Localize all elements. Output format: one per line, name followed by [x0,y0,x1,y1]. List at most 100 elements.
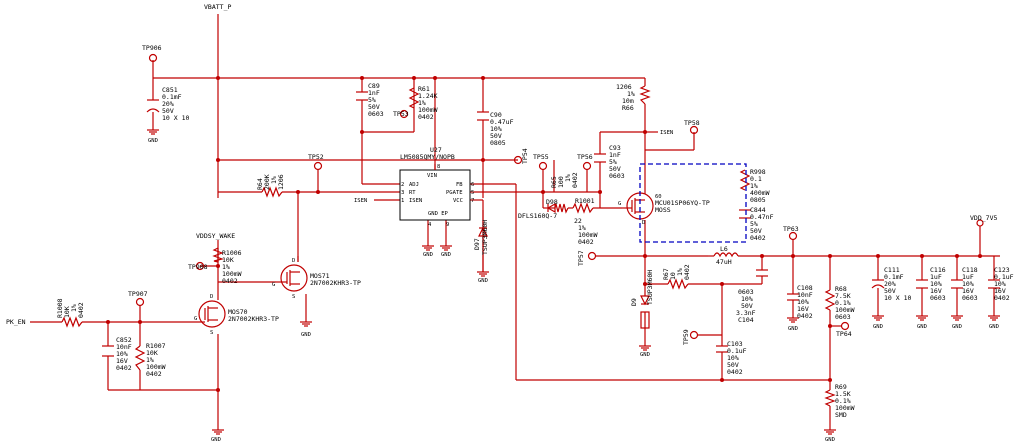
c108-ref: C108 [797,284,813,292]
junction-dots [106,76,982,392]
r64-ref: R64 [256,178,264,190]
q60-pin-g: G [618,201,621,207]
r1001-tol: 1% [578,224,586,232]
tp56-marker [582,161,592,171]
r1007-pkg: 0402 [146,370,162,378]
r1007-ref: R1007 [146,342,166,350]
c852-ref: C852 [116,336,132,344]
c123-value: 0.1uF [994,273,1014,281]
c93-pkg: 0603 [609,172,625,180]
d9-ref: D9 [630,298,638,306]
c111-pkg: 10 X 10 [884,294,911,302]
q71-ref: MOS71 [310,272,330,280]
c111-ref: C111 [884,266,900,274]
q70-part: 2N7002KHR3-TP [228,315,279,323]
r65-ref: R65 [550,176,558,188]
r1007-tol: 1% [146,356,154,364]
c123-volt: 16V [994,287,1006,295]
c104-pkg: 0603 [738,288,754,296]
r68-power: 100mW [835,306,855,314]
q70-pin-g: G [194,316,197,322]
c108-symbol [787,293,799,301]
r61-value: 1.24K [418,92,438,100]
r65-pkg: 0402 [571,172,579,188]
c851-pkg: 10 X 10 [162,114,189,122]
r64-tol: 1% [270,176,278,184]
c118-ref: C118 [962,266,978,274]
r61-symbol [408,87,420,109]
r998-power: 400mW [750,189,770,197]
c93-tol: 5% [609,158,617,166]
q60-pin-d: D [642,220,645,226]
net-isen-right: ISEN [660,130,673,136]
gnd-label-q71: GND [301,332,311,338]
tp54-marker [513,155,523,165]
c93-value: 1nF [609,151,621,159]
tp54-label: TP54 [521,148,529,164]
r65-value: 100 [557,176,565,188]
gnd-label-c118: GND [952,324,962,330]
r66-symbol [639,85,651,105]
q71-pin-d: D [292,258,295,264]
q71-symbol [276,264,308,292]
r998-value: 0.1 [750,175,762,183]
u27-part: LM5085QMY/NOPB [400,153,455,161]
r1001-pkg: 0402 [578,238,594,246]
c116-ref: C116 [930,266,946,274]
c852-value: 10nF [116,343,132,351]
tp64-marker [840,321,850,331]
r1007-value: 10K [146,349,158,357]
tp58-label: TP58 [684,119,700,127]
d98-symbol [546,202,556,214]
gnd-label-c111: GND [873,324,883,330]
r1008-symbol [61,316,83,328]
l6-symbol [713,252,739,258]
q60-part: MCU01SP06YQ-TP [655,199,710,207]
r64-power: 1206 [277,174,285,190]
r61-pkg: 0402 [418,113,434,121]
c852-symbol [102,345,114,357]
r68-value: 7.5K [835,292,851,300]
u27-pin-num-1: 1 [401,198,404,204]
c104-ref: C104 [738,316,754,324]
c93-volt: 50V [609,165,621,173]
net-vbatt: VBATT_P [204,3,231,11]
tp52-marker [313,161,323,171]
d9-symbol [640,295,650,329]
c104-symbol [756,269,768,277]
test-points [135,53,984,340]
r1006-pkg: 0402 [222,277,238,285]
c116-symbol [916,279,928,289]
tp908-label: TP908 [188,263,208,271]
c116-tol: 10% [930,280,942,288]
r1001-ref: R1001 [575,197,595,205]
r1008-value: 10K [63,306,71,318]
q71-part: 2N7002KHR3-TP [310,279,361,287]
net-vdd-7v5: VDD_7V5 [970,214,997,222]
d97-ref: D97 [473,238,481,250]
r65-symbol [554,203,569,214]
r65-tol: 1% [564,174,572,182]
c844-value: 0.47nF [750,213,774,221]
c844-ref: C844 [750,206,766,214]
r1007-power: 100mW [146,363,166,371]
r68-tol: 0.1% [835,299,851,307]
tp55-label: TP55 [533,153,549,161]
r1006-power: 100mW [222,270,242,278]
q70-ref: MOS70 [228,308,248,316]
r64-value: 200K [263,174,271,190]
tp58-marker [689,125,699,135]
u27-pin-num-2: 2 [401,182,404,188]
c111-symbol [871,279,885,289]
net-pk-en: PK_EN [6,318,26,326]
c852-pkg: 0402 [116,364,132,372]
r66-ref: R66 [622,104,634,112]
c851-symbol [146,99,160,113]
gnd-label-u27-a: GND [423,252,433,258]
c118-tol: 10% [962,280,974,288]
c90-tol: 10% [490,125,502,133]
gnd-label-r69: GND [825,437,835,443]
r1008-pkg: 0402 [77,302,85,318]
